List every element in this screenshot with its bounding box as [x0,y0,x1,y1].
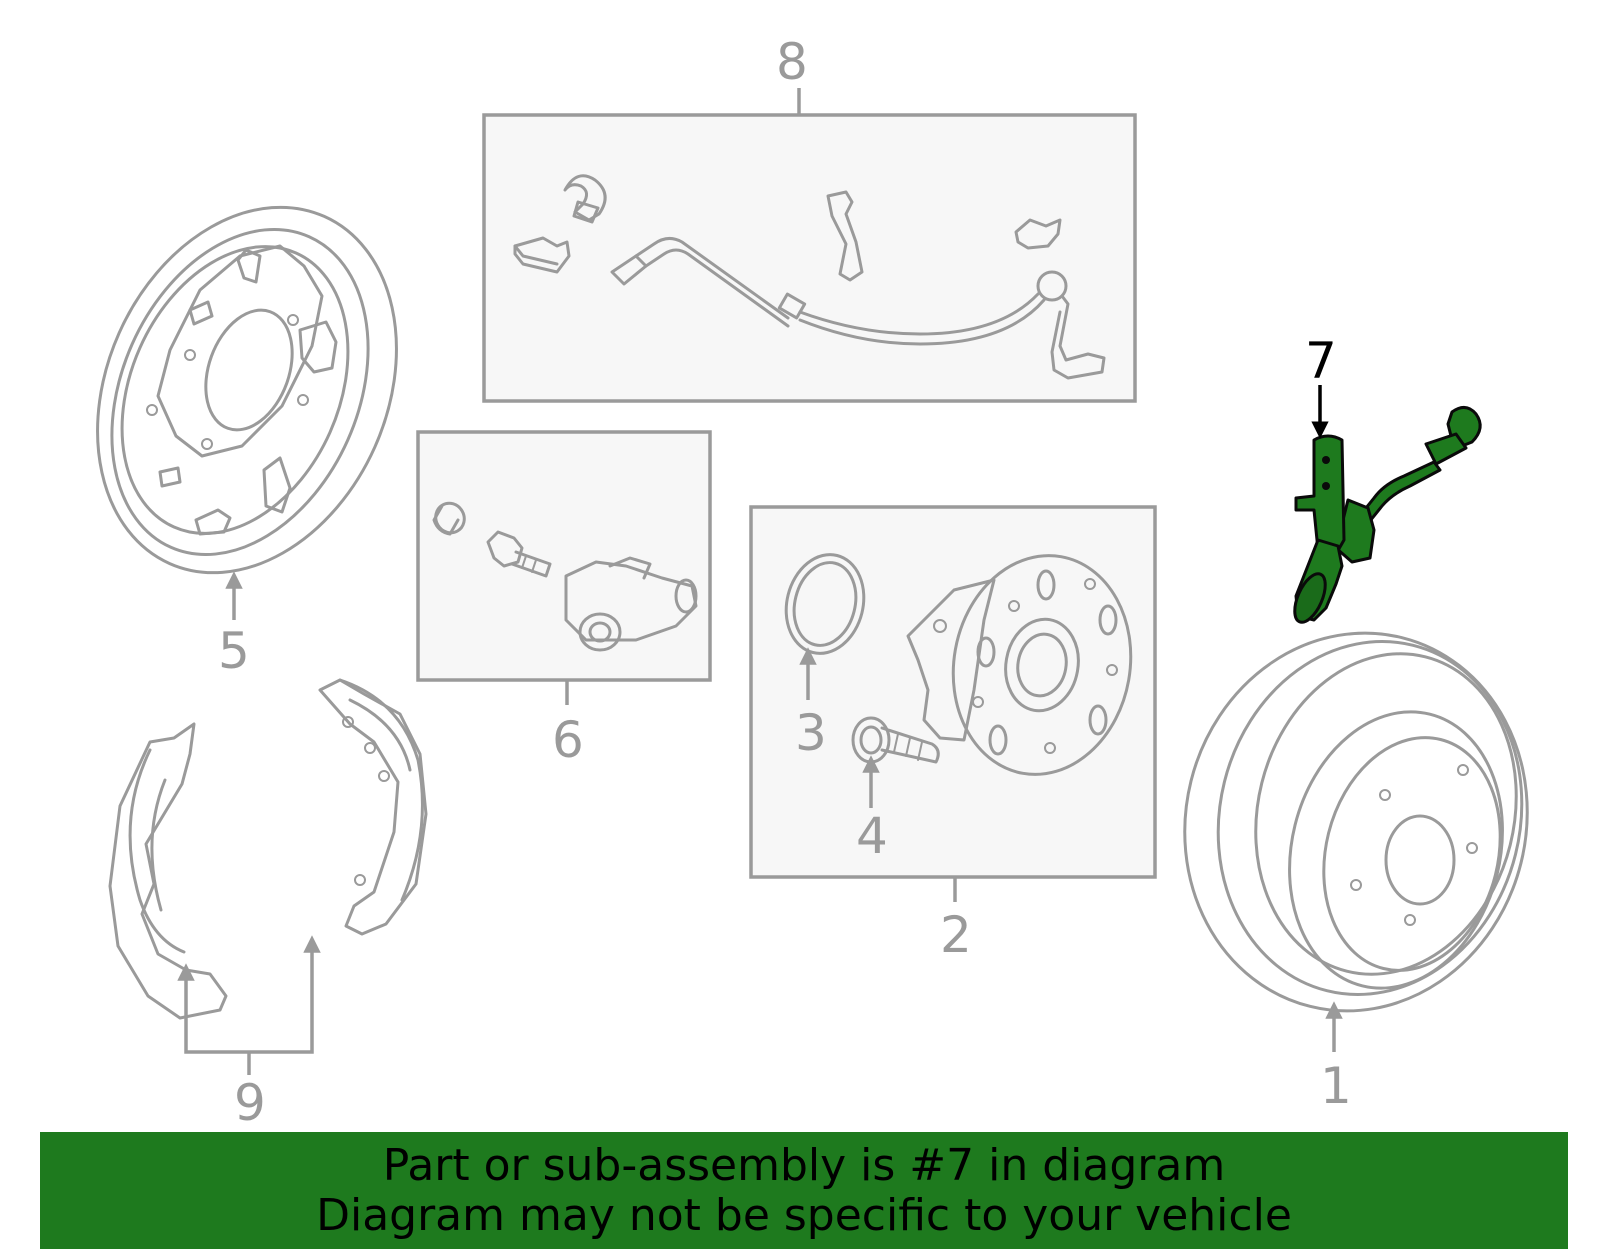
callout-5: 5 [218,622,250,680]
part-2-group: 3 4 2 [749,505,1157,964]
sensor-harness-icon [610,237,1106,380]
hub-bearing-icon [906,554,1133,776]
callout-1: 1 [1320,1057,1352,1115]
bleeder-screw-icon [486,530,552,578]
banner-line-1: Part or sub-assembly is #7 in diagram [382,1139,1226,1191]
part-1-brake-drum: 1 [1183,631,1529,1115]
callout-2: 2 [940,906,972,964]
callout-8: 8 [776,33,808,91]
callout-9: 9 [234,1074,266,1132]
info-banner: Part or sub-assembly is #7 in diagram Di… [40,1132,1568,1249]
callout-6: 6 [552,711,584,769]
callout-3: 3 [795,704,827,762]
callout-4: 4 [856,807,888,865]
banner-background [40,1132,1568,1249]
sensor-bracket-icon [513,236,571,274]
bleeder-cap-icon [432,501,466,536]
part-8-group: 8 [482,33,1137,403]
part-6-box [416,430,712,682]
part-7-abs-sensor[interactable]: 7 [1288,332,1482,627]
part-8-box [482,113,1137,403]
part-6-group: 6 [416,430,712,769]
part-2-box [749,505,1157,879]
callout-7: 7 [1305,332,1337,390]
sensor-clip-icon [563,174,607,224]
sensor-retainer-icon [1014,218,1062,250]
banner-line-2: Diagram may not be specific to your vehi… [316,1189,1292,1241]
part-9-brake-shoes: 9 [108,678,428,1132]
part-5-backing-plate: 5 [96,205,398,680]
wheel-cylinder-icon [564,556,698,652]
sensor-grommet-icon [826,190,864,282]
